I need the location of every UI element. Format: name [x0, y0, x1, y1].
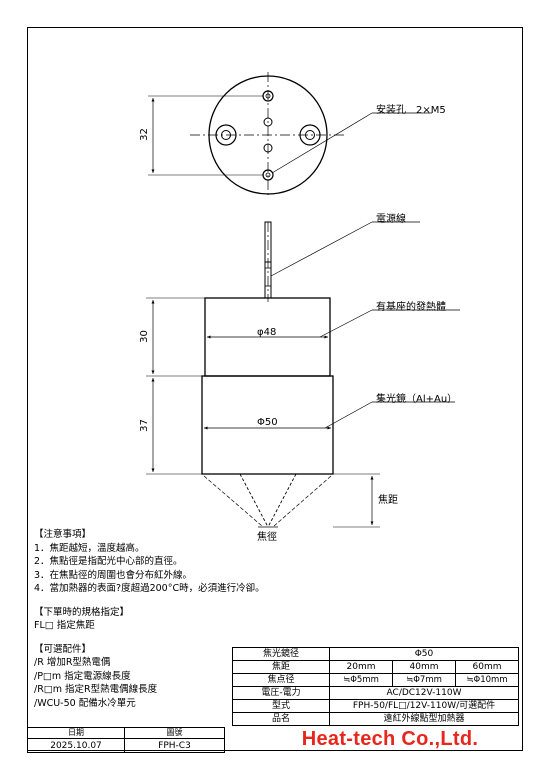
- order-item: FL□ 指定焦距: [34, 620, 95, 631]
- power-cable-label: 電源線: [376, 214, 406, 225]
- model-label: 型式: [232, 699, 330, 713]
- spot-label: 焦点径: [232, 673, 330, 687]
- focal-value: 40mm: [392, 660, 456, 674]
- order-title: 【下單時的規格指定】: [34, 606, 130, 618]
- spot-value: ≒Φ5mm: [329, 673, 393, 687]
- spot-value: ≒Φ10mm: [455, 673, 519, 687]
- option-item: /R 增加R型熱電偶: [34, 657, 111, 668]
- drawing-frame: [27, 27, 523, 751]
- focal-value: 20mm: [329, 660, 393, 674]
- option-item: /P□m 指定電源線長度: [34, 670, 131, 682]
- reflector: [146, 375, 455, 528]
- spec-table: 焦光鏡径 Φ50 焦距 20mm 40mm 60mm 焦点径 ≒Φ5mm ≒Φ7…: [232, 647, 519, 726]
- power-label: 電圧-電力: [232, 686, 330, 700]
- focal-label: 焦距: [232, 660, 330, 674]
- option-item: /WCU-50 配備水冷單元: [34, 697, 136, 709]
- reflector-label: 集光鏡（Al+Au）: [376, 394, 458, 405]
- drawing-no-value: FPH-C3: [124, 738, 225, 753]
- date-value: 2025.10.07: [27, 738, 125, 753]
- dim-body-height: 30: [138, 330, 150, 343]
- name-label: 品名: [232, 712, 330, 726]
- options-title: 【可選配件】: [34, 643, 92, 655]
- focal-diameter-label: 焦徑: [257, 532, 277, 543]
- option-item: /R□m 指定R型熱電偶線長度: [34, 684, 158, 695]
- focal-distance-label: 焦距: [378, 495, 398, 506]
- lens-value: Φ50: [329, 647, 519, 661]
- power-value: AC/DC12V-110W: [329, 686, 519, 700]
- drawing-no-label: 圖號: [124, 727, 225, 739]
- top-view: [148, 72, 432, 198]
- company-logo: Heat-tech Co.,Ltd.: [301, 728, 479, 750]
- caution-item: 3．在焦點徑的周圍也會分布紅外線。: [34, 569, 193, 581]
- model-value: FPH-50/FL□/12V-110W/可選配件: [329, 699, 519, 713]
- focal-value: 60mm: [455, 660, 519, 674]
- dim-body-diameter: φ48: [257, 327, 277, 338]
- power-cable: [264, 221, 420, 302]
- spot-value: ≒Φ7mm: [392, 673, 456, 687]
- caution-item: 4．當加熱器的表面?度超過200°C時，必須進行冷卻。: [34, 583, 265, 594]
- dim-reflector-diameter: Φ50: [257, 417, 278, 428]
- mount-holes-label: 安装孔 2×M5: [376, 105, 446, 116]
- dim-hole-spacing: 32: [138, 128, 150, 141]
- notes-block: 【注意事項】 1．焦距越短，溫度越高。 2．焦點徑是指配光中心部的直徑。 3．在…: [34, 528, 265, 710]
- caution-title: 【注意事項】: [34, 529, 92, 540]
- title-block: 日期 圖號 2025.10.07 FPH-C3: [27, 727, 225, 753]
- caution-item: 1．焦距越短，溫度越高。: [34, 542, 145, 554]
- heater-body-label: 有基座的發熱體: [376, 302, 446, 313]
- lens-label: 焦光鏡径: [232, 647, 330, 661]
- date-label: 日期: [27, 727, 125, 739]
- dim-reflector-height: 37: [138, 419, 150, 432]
- caution-item: 2．焦點徑是指配光中心部的直徑。: [34, 556, 183, 567]
- name-value: 遠紅外線點型加熱器: [329, 712, 519, 726]
